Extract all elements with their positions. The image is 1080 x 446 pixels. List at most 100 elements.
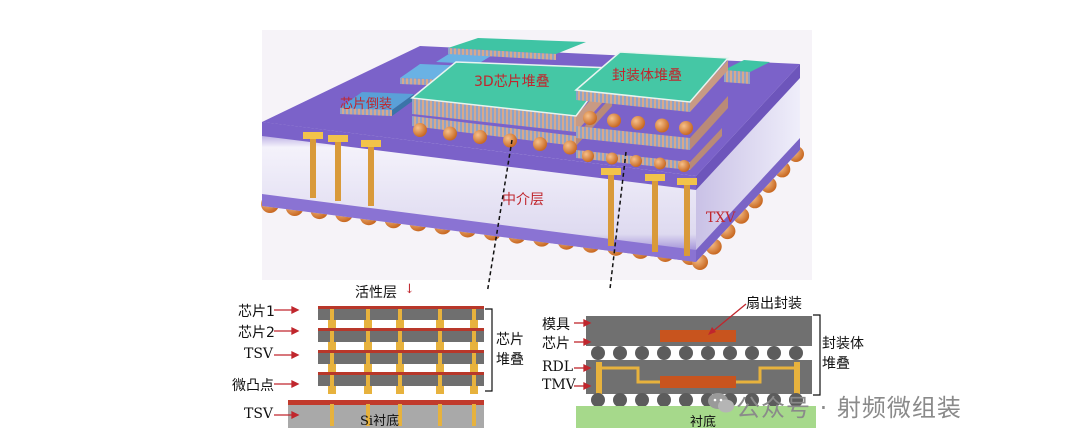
flip-chip-group <box>340 52 494 116</box>
label-tmv: TMV <box>542 377 576 393</box>
label-package-substrate: 衬底 <box>690 415 717 430</box>
micro-bump <box>396 364 404 372</box>
tsv <box>438 309 442 320</box>
left-tsv-group <box>303 132 381 206</box>
watermark-text: 公众号 · 射频微组装 <box>736 394 962 422</box>
tsv <box>366 331 370 342</box>
tsv <box>398 375 402 386</box>
micro-bump <box>396 320 404 328</box>
package-stack-cross-section <box>576 316 816 428</box>
label-si-substrate: Si衬底 <box>360 414 400 429</box>
package-ball <box>767 393 781 407</box>
package-ball <box>701 346 715 360</box>
package-ball <box>582 150 594 162</box>
label-chip1: 芯片1 <box>238 304 275 320</box>
3d-chip-stack <box>410 61 614 155</box>
label-mold: 模具 <box>542 317 570 333</box>
tsv <box>366 353 370 364</box>
micro-bump <box>436 342 444 350</box>
tsv <box>330 375 334 386</box>
si-substrate <box>288 404 484 428</box>
micro-bump <box>364 386 372 394</box>
interposer-front-bottom-band <box>262 194 696 262</box>
label-interposer: 中介层 <box>502 192 544 208</box>
left-pointer-arrows <box>274 305 300 420</box>
tsv <box>438 331 442 342</box>
package-ball <box>607 113 621 128</box>
tsv <box>366 404 370 426</box>
micro-bump <box>563 140 577 155</box>
package-ball <box>613 393 627 407</box>
micro-bump <box>443 126 457 141</box>
tsv <box>398 309 402 320</box>
package-ball <box>606 152 618 165</box>
micro-bump <box>364 320 372 328</box>
label-chip: 芯片 <box>542 336 570 352</box>
package-ball <box>723 346 737 360</box>
tsv <box>330 404 334 426</box>
micro-bump <box>413 123 427 137</box>
chip-stack-bracket <box>485 308 493 392</box>
micro-bump <box>328 320 336 328</box>
tsv <box>366 309 370 320</box>
package-on-package-stack <box>574 51 730 172</box>
interposer-right-top-band <box>696 64 800 190</box>
tsv <box>398 404 402 426</box>
tsv <box>438 404 442 426</box>
right-pointer-arrows <box>574 318 592 391</box>
package-ball <box>789 393 803 407</box>
bottom-chip <box>660 376 736 388</box>
label-flip-chip: 芯片倒装 <box>340 97 392 112</box>
label-chip2: 芯片2 <box>238 325 275 341</box>
micro-bump <box>328 364 336 372</box>
package-ball <box>654 157 666 170</box>
label-3d-chip-stack: 3D芯片堆叠 <box>474 74 550 90</box>
3d-integration-illustration: 3D芯片堆叠 封装体堆叠 芯片倒装 中介层 TXV <box>261 30 812 290</box>
fanout-arrow <box>708 303 747 335</box>
package-ball <box>635 346 649 360</box>
micro-bump <box>436 386 444 394</box>
package-ball <box>591 393 605 407</box>
tsv <box>472 404 476 426</box>
micro-bump <box>470 320 478 328</box>
package-ball <box>679 121 693 135</box>
package-substrate <box>576 406 816 428</box>
tsv <box>398 331 402 342</box>
dashed-arrow-left <box>486 139 513 290</box>
tsv <box>438 353 442 364</box>
micro-bump <box>470 386 478 394</box>
package-ball <box>745 346 759 360</box>
micro-bump <box>364 364 372 372</box>
tsv <box>330 309 334 320</box>
micro-bump <box>470 342 478 350</box>
chip-stack-cross-section <box>288 306 484 428</box>
micro-bump <box>364 342 372 350</box>
package-ball <box>679 393 693 407</box>
package-ball <box>631 116 645 130</box>
tsv <box>472 331 476 342</box>
package-ball <box>583 111 597 125</box>
package-ball <box>630 155 642 167</box>
micro-bump <box>328 342 336 350</box>
right-tsv-group <box>601 168 697 256</box>
interposer-right-face <box>696 64 800 262</box>
label-tsv-left: TSV <box>244 346 274 362</box>
top-chip <box>660 330 736 342</box>
micro-bump <box>328 386 336 394</box>
package-ball <box>657 393 671 407</box>
package-ball <box>745 393 759 407</box>
interposer-front-top-band <box>262 122 696 190</box>
active-layer-stripe <box>318 350 484 353</box>
active-layer-stripe <box>318 306 484 309</box>
label-package-stack-bracket: 封装体 堆叠 <box>822 336 864 372</box>
tsv <box>472 375 476 386</box>
package-ball <box>789 346 803 360</box>
package-ball <box>655 118 669 133</box>
package-stack-bracket <box>813 314 821 396</box>
micro-bump <box>503 133 517 148</box>
package-ball <box>678 160 690 172</box>
interposer-right-bottom-band <box>696 138 800 262</box>
package-ball <box>767 346 781 360</box>
tsv <box>330 353 334 364</box>
label-fanout: 扇出封装 <box>746 296 802 312</box>
